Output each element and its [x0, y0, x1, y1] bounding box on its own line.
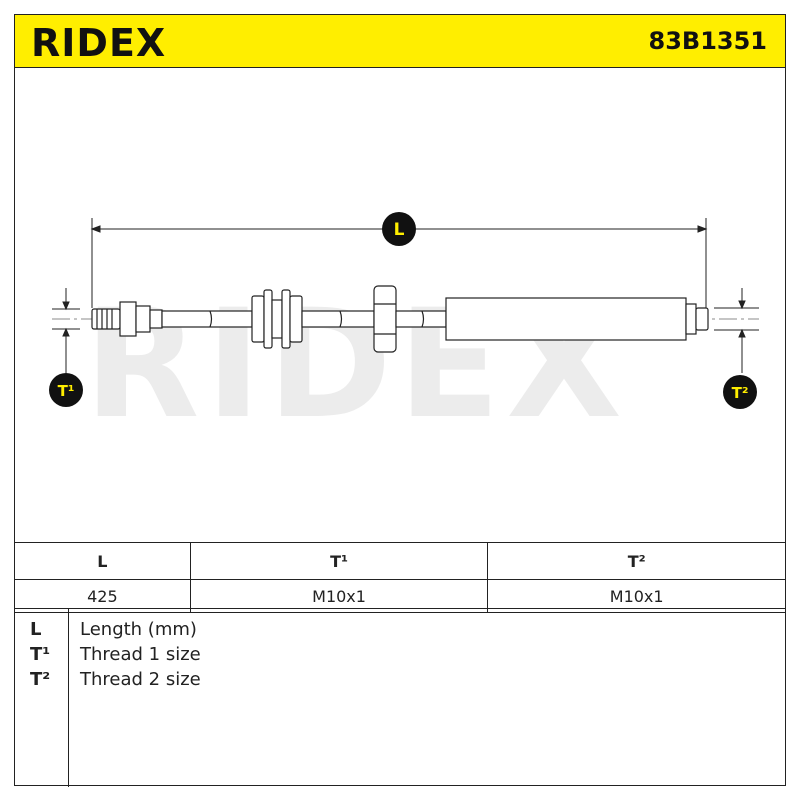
thread2-badge-label: T² [732, 384, 749, 402]
legend-key: T² [30, 669, 51, 690]
length-badge: L [382, 212, 416, 246]
length-badge-label: L [394, 220, 405, 240]
legend-item: L Length (mm) [14, 619, 786, 644]
metal-tube [445, 297, 709, 341]
spec-header-cell: T¹ [189, 542, 489, 580]
technical-drawing: RIDEX [14, 68, 786, 542]
spec-table: L T¹ T² 425 M10x1 M10x1 [14, 542, 786, 613]
thread2-dimension [714, 288, 759, 373]
spec-header-cell: L [14, 542, 191, 580]
thread1-badge-label: T¹ [58, 382, 75, 400]
legend: L Length (mm) T¹ Thread 1 size T² Thread… [14, 608, 786, 787]
spec-value-cell: 425 [14, 579, 191, 613]
legend-item: T² Thread 2 size [14, 669, 786, 694]
legend-key: T¹ [30, 644, 51, 665]
legend-text: Thread 1 size [80, 644, 201, 665]
spec-value-cell: M10x1 [487, 579, 786, 613]
spec-value-row: 425 M10x1 M10x1 [14, 579, 786, 613]
part-number: 83B1351 [648, 27, 768, 55]
spec-header-row: L T¹ T² [14, 542, 786, 580]
thread1-dimension [52, 288, 80, 373]
hose-segment [395, 310, 447, 328]
header-bar: RIDEX 83B1351 [14, 14, 786, 68]
hose-diagram: L T¹ T² [49, 212, 759, 409]
legend-text: Length (mm) [80, 619, 197, 640]
clamp-bracket [251, 289, 303, 349]
left-thread-fitting [91, 301, 163, 337]
legend-item: T¹ Thread 1 size [14, 644, 786, 669]
hose-segment [161, 310, 253, 328]
legend-divider [68, 609, 69, 787]
grommet [373, 285, 397, 353]
hose-segment [301, 310, 375, 328]
thread1-badge: T¹ [49, 373, 83, 407]
legend-key: L [30, 619, 42, 640]
spec-header-cell: T² [487, 542, 786, 580]
legend-text: Thread 2 size [80, 669, 201, 690]
thread2-badge: T² [723, 375, 757, 409]
brand-logo: RIDEX [31, 21, 167, 65]
